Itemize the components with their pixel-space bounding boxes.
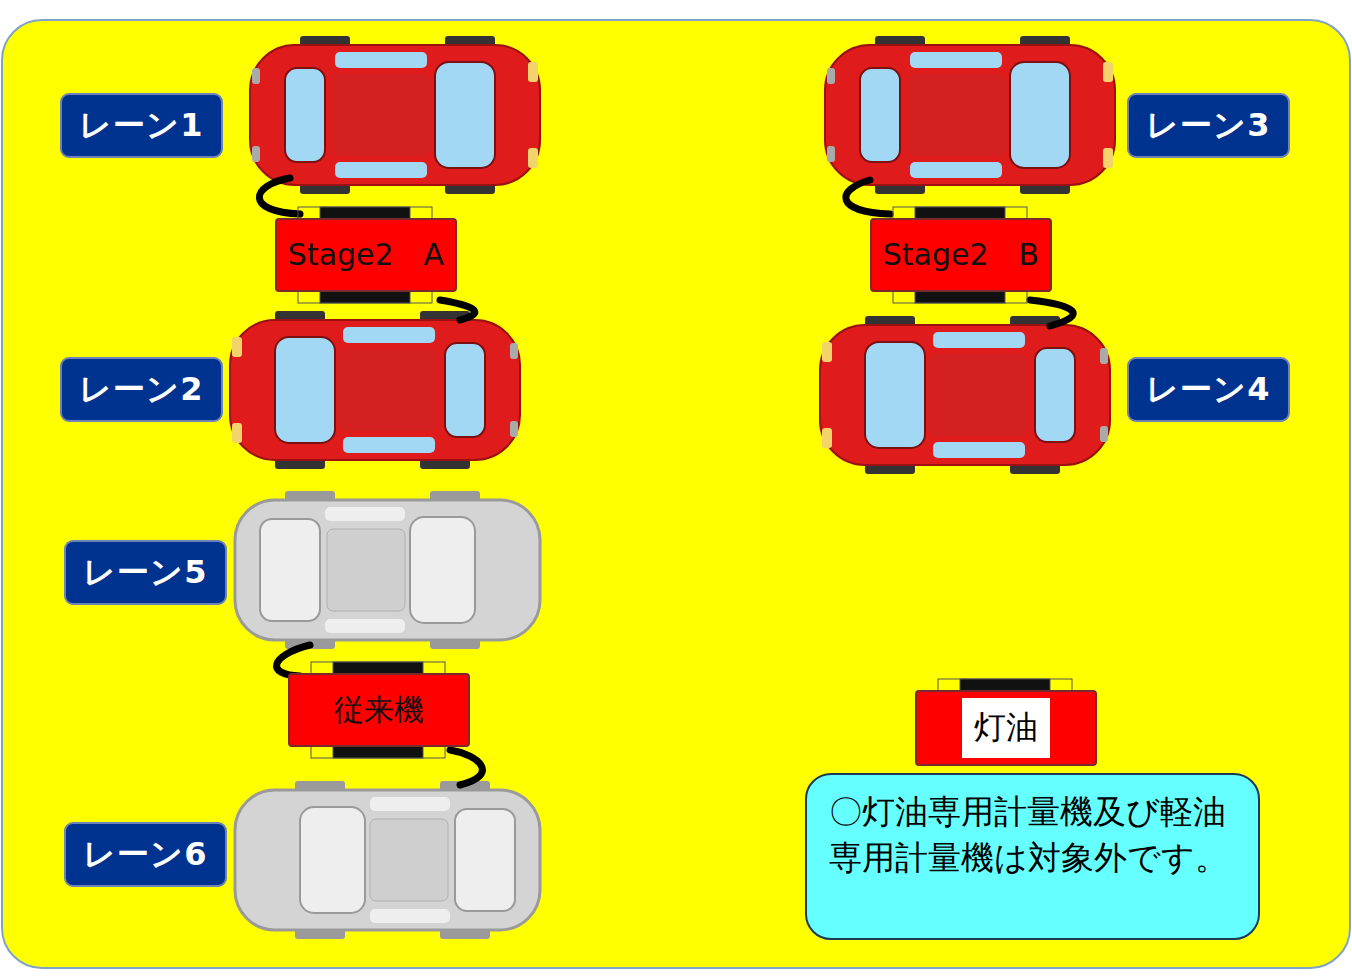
label-text: レーン5 <box>83 551 207 595</box>
lane-label: レーン3 <box>1127 93 1290 158</box>
kerosene-dispenser: 灯油 <box>915 690 1097 766</box>
label-text: Stage2 B <box>883 235 1039 276</box>
station-ground <box>2 20 1350 968</box>
lane-label: レーン4 <box>1127 357 1290 422</box>
label-text: レーン2 <box>79 368 203 412</box>
car <box>825 36 1115 194</box>
note-box: 〇灯油専用計量機及び軽油専用計量機は対象外です。 <box>805 773 1260 940</box>
label-text: Stage2 A <box>288 235 444 276</box>
lane-label: レーン1 <box>60 93 223 158</box>
lane-label: レーン2 <box>60 357 223 422</box>
stage2-dispenser: Stage2 A <box>275 218 457 292</box>
conventional-dispenser: 従来機 <box>288 673 470 747</box>
note-text: 〇灯油専用計量機及び軽油専用計量機は対象外です。 <box>829 789 1236 881</box>
label-text: レーン3 <box>1146 104 1270 148</box>
car <box>235 781 540 939</box>
label-text: レーン4 <box>1146 368 1270 412</box>
label-text: 従来機 <box>334 690 424 731</box>
label-text: 灯油 <box>962 698 1050 758</box>
car <box>820 316 1110 474</box>
lane-label: レーン5 <box>64 540 227 605</box>
lane-label: レーン6 <box>64 822 227 887</box>
car <box>235 491 540 649</box>
label-text: レーン1 <box>79 104 203 148</box>
stage2-dispenser: Stage2 B <box>870 218 1052 292</box>
car <box>230 311 520 469</box>
label-text: レーン6 <box>83 833 207 877</box>
car <box>250 36 540 194</box>
